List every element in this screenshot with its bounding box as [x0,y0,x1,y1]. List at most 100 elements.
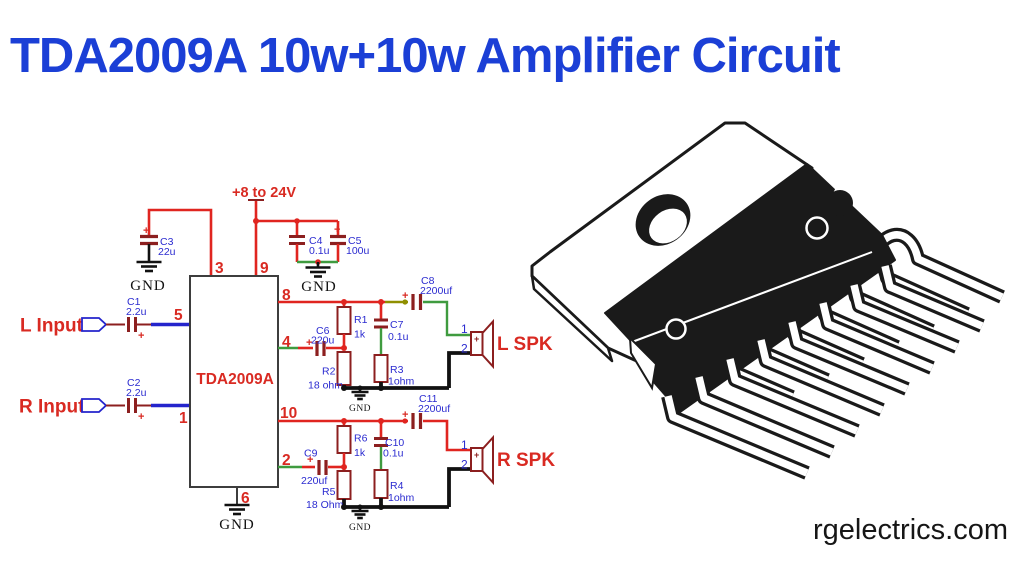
c6-polarity: + [306,337,312,349]
r5-ref: R5 [322,486,336,498]
ic-pin10-number: 10 [280,405,297,422]
c5-value: 100u [346,245,370,257]
c11-value: 2200uf [418,403,450,415]
c11-ref: C11 [419,393,438,405]
c11-polarity: + [402,409,408,421]
c8-value: 2200uf [420,285,452,297]
c1-value: 2.2u [126,306,147,318]
ic-pin2-number: 2 [282,452,291,469]
ic-pin1-number: 1 [179,410,188,427]
r2-ref: R2 [322,366,336,378]
c3-value: 22u [158,246,176,258]
c9-ref: C9 [304,448,318,460]
left-speaker-terminal2: 2 [461,342,468,356]
c1-ref: C1 [127,296,141,308]
right-speaker-terminal1: 1 [461,438,468,452]
left-input-connector-icon [81,317,108,332]
capacitor-c1: + C1 2.2u [126,296,147,342]
resistor-r3: R3 1ohm [373,354,415,388]
chip-mounting-hole-icon [635,194,691,246]
capacitor-c10: C10 0.1u [374,421,404,470]
capacitor-c2: + C2 2.2u [126,377,147,423]
resistor-r1: R1 1k [336,302,368,348]
c8-ref: C8 [421,275,435,287]
c5-polarity: + [334,224,340,236]
c7-ref: C7 [390,319,404,331]
c10-value: 0.1u [383,448,404,460]
chip-body [604,163,896,413]
capacitor-c7: C7 0.1u [374,302,409,355]
c1-polarity: + [138,330,144,342]
ic-pin9-number: 9 [260,260,269,277]
c4-value: 0.1u [309,245,330,257]
speaker-left: + 1 2 L SPK [461,318,553,370]
input-right: R Input + C2 2.2u [19,377,189,423]
c7-value: 0.1u [388,331,409,343]
r1-value: 1k [354,329,366,341]
right-input-connector-icon [81,398,108,413]
left-input-label: L Input [20,316,84,337]
speaker-right: + 1 2 R SPK [461,434,555,486]
r2-value: 18 ohm [308,380,343,392]
gnd-symbol-left-channel: GND [349,385,371,414]
ic-pin8-number: 8 [282,287,291,304]
chip-mold-mark-icon [805,216,829,240]
capacitor-c9: + C9 220uf [278,448,347,487]
r6-value: 1k [354,447,366,459]
c4-ref: C4 [309,235,323,247]
ic-label: TDA2009A [196,371,274,388]
capacitor-c11: + C11 2200uf [402,393,450,429]
capacitor-c5: + C5 100u [330,221,370,262]
ic-pin3-number: 3 [215,260,224,277]
c3-ref: C3 [160,236,174,248]
capacitor-c8: + C8 2200uf [402,275,452,310]
gnd-symbol-c4c5: GND [297,259,338,295]
c2-ref: C2 [127,377,141,389]
gnd-symbol-c3: GND [130,260,165,294]
capacitor-c3: + C3 22u [140,208,213,276]
c10-ref: C10 [385,437,404,449]
left-speaker-label: L SPK [497,334,553,355]
right-speaker-polarity: + [474,450,479,460]
gnd-symbol-right-channel: GND [349,504,371,533]
ic-pin5-number: 5 [174,307,183,324]
left-channel-network: + C8 2200uf R1 1k C7 0.1u [278,275,471,414]
capacitor-c4: C4 0.1u [289,221,330,262]
c5-ref: C5 [348,235,362,247]
c2-value: 2.2u [126,387,147,399]
capacitor-c6: + C6 220u [278,325,347,356]
c8-polarity: + [402,290,408,302]
gnd-label: GND [349,404,371,414]
r1-ref: R1 [354,314,368,326]
r4-ref: R4 [390,480,404,492]
chip-mold-mark-icon [665,318,687,340]
speaker-horn-icon [481,434,494,486]
chip-illustration [530,121,1005,480]
speaker-horn-icon [481,318,494,370]
ic-pin6-number: 6 [241,490,250,507]
c2-polarity: + [138,411,144,423]
chip-heatsink-tab [530,121,814,392]
gnd-label: GND [349,523,371,533]
right-channel-network: + C11 2200uf R6 1k C10 0.1u [278,393,471,533]
left-speaker-terminal1: 1 [461,322,468,336]
power-voltage-label: +8 to 24V [232,185,296,201]
gnd-label: GND [219,517,255,533]
r6-ref: R6 [354,433,368,445]
resistor-r6: R6 1k [336,421,368,467]
page-title: TDA2009A 10w+10w Amplifier Circuit [10,29,841,83]
c6-ref: C6 [316,325,330,337]
right-input-label: R Input [19,397,85,418]
c3-polarity: + [143,225,149,237]
r5-value: 18 Ohm [306,499,344,511]
site-watermark: rgelectrics.com [813,514,1008,546]
gnd-label: GND [301,279,337,295]
right-speaker-label: R SPK [497,450,555,471]
ic-tda2009a: TDA2009A 3 9 5 1 6 8 4 10 2 [174,260,297,507]
right-speaker-terminal2: 2 [461,458,468,472]
r3-ref: R3 [390,364,404,376]
resistor-r4: R4 1ohm [373,469,415,507]
chip-corner-notch [628,335,658,391]
